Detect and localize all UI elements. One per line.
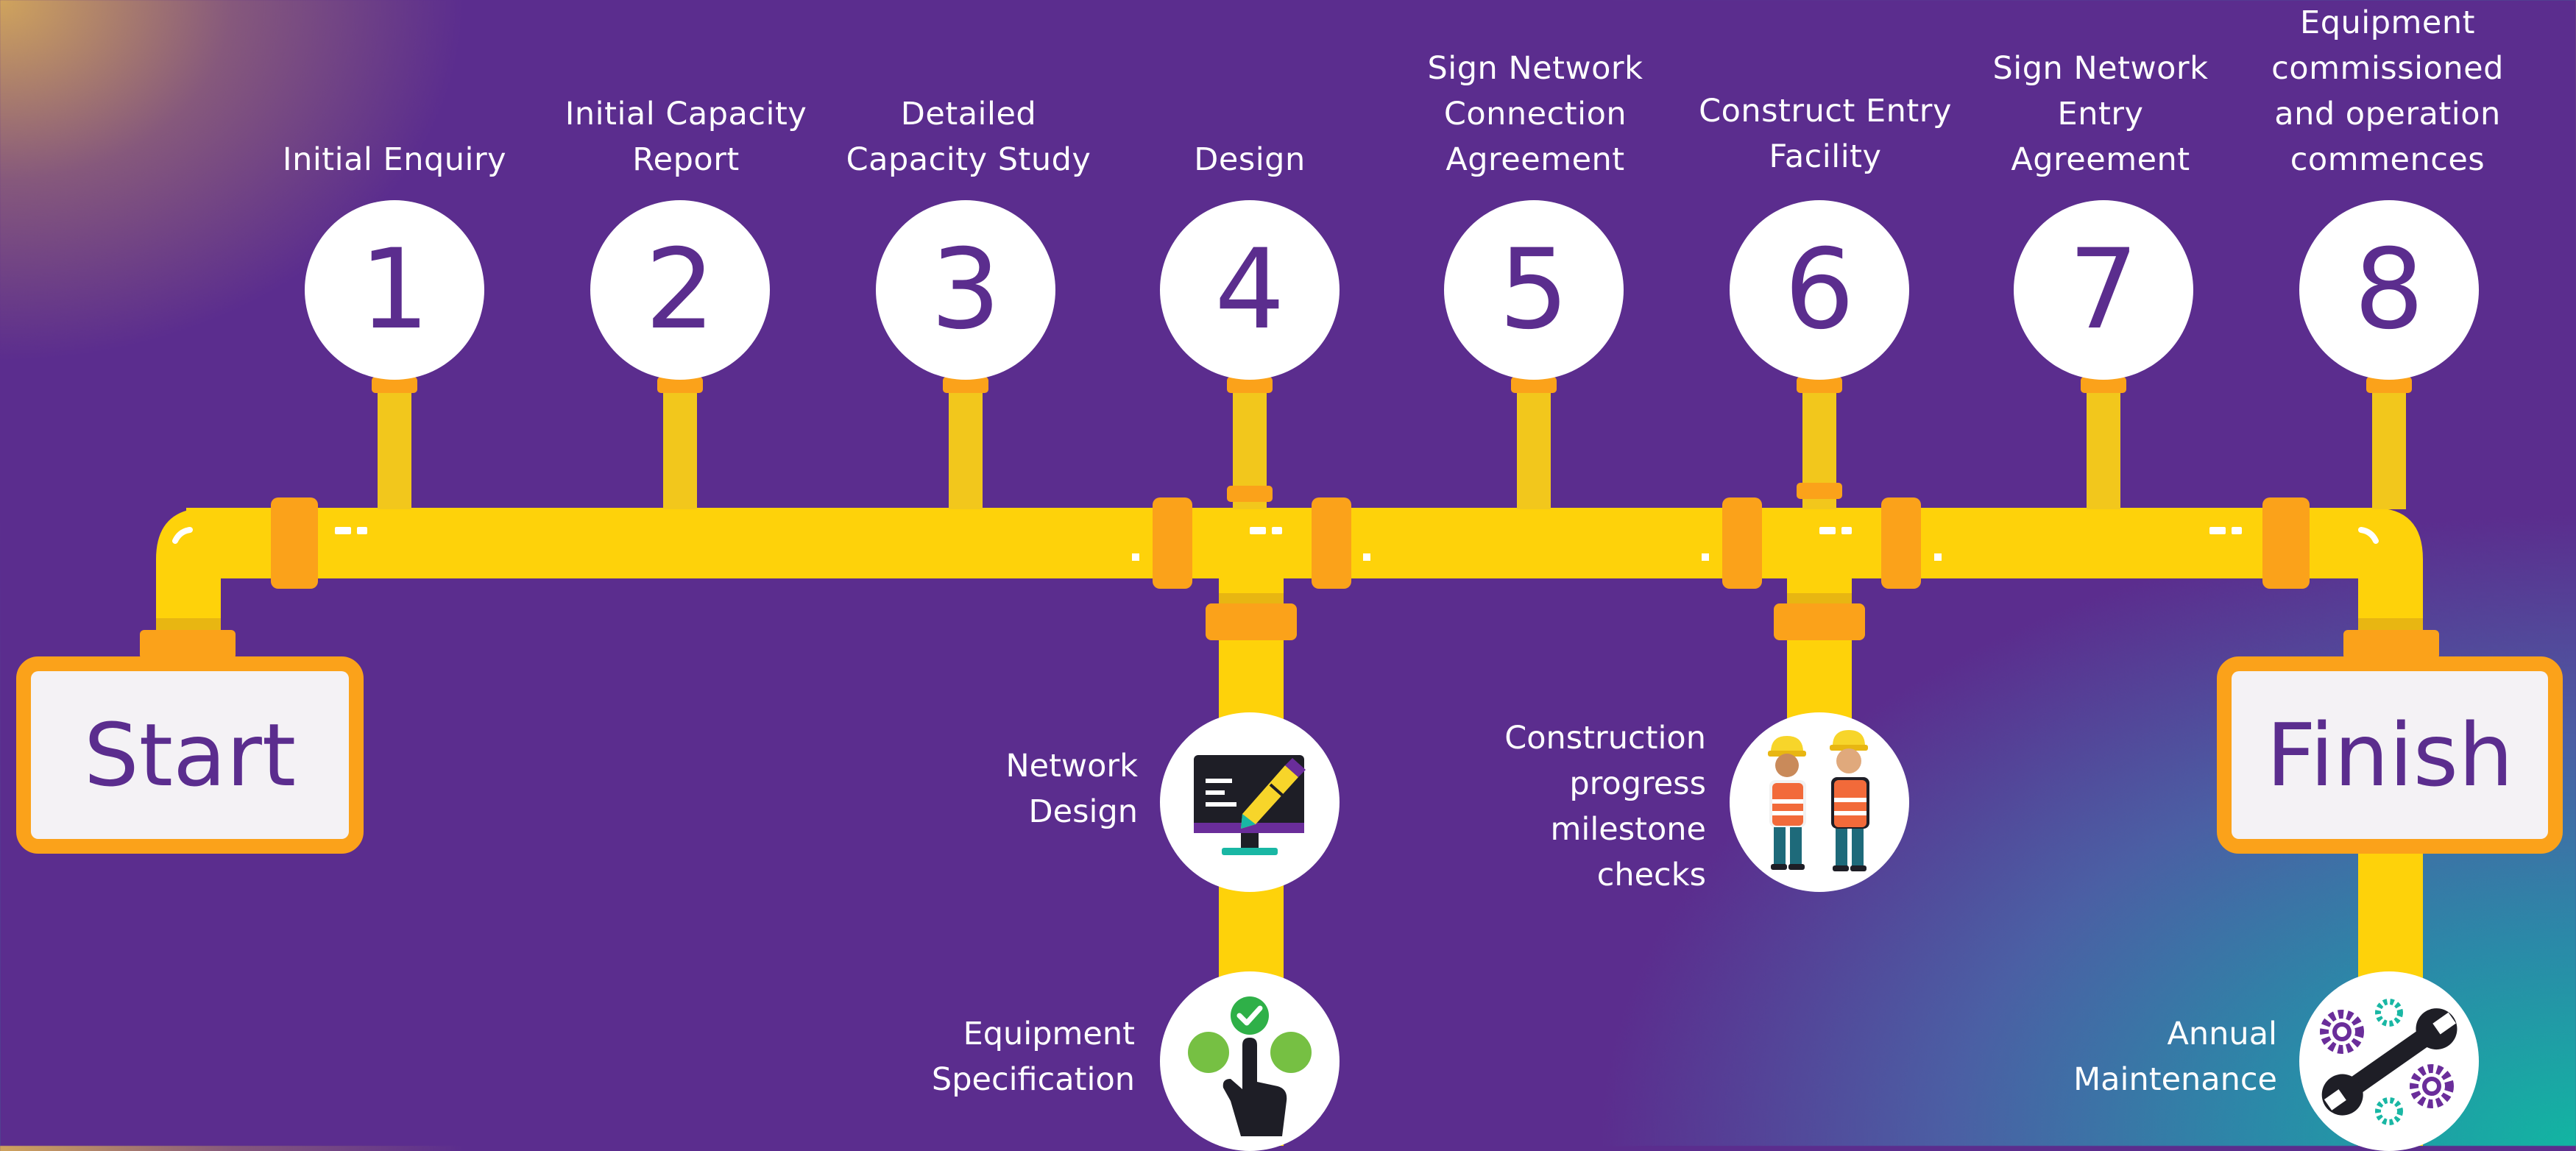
step-1-label: Initial Enquiry: [282, 141, 507, 178]
step-5-number: 5: [1498, 226, 1569, 354]
step-risers: [372, 377, 2412, 509]
step-2-number: 2: [645, 226, 715, 354]
step-8-circle: 8: [2299, 200, 2479, 380]
step-2-circle: 2: [590, 200, 770, 380]
construction-workers-icon: [1768, 730, 1869, 871]
step-7-circle: 7: [2014, 200, 2193, 380]
step-4-label: Design: [1194, 141, 1306, 178]
network-design-circle: [1160, 712, 1340, 892]
step-4-circle: 4: [1160, 200, 1340, 380]
construction-checks-circle: [1730, 712, 1909, 892]
annual-maintenance-circle: [2299, 971, 2479, 1151]
step-6-circle: 6: [1730, 200, 1909, 380]
step-1-circle: 1: [305, 200, 484, 380]
step-7-number: 7: [2068, 226, 2139, 354]
finger-tap-check-icon: [1188, 996, 1312, 1136]
step-6-number: 6: [1784, 226, 1855, 354]
start-label: Start: [83, 704, 297, 806]
step-3-circle: 3: [876, 200, 1055, 380]
step-1-number: 1: [359, 226, 430, 354]
equipment-specification-circle: [1160, 971, 1340, 1151]
step-5-circle: 5: [1444, 200, 1624, 380]
start-box: Start: [16, 656, 364, 854]
finish-label: Finish: [2266, 704, 2513, 806]
step-4-number: 4: [1214, 226, 1285, 354]
monitor-pencil-icon: [1194, 755, 1306, 855]
wrench-gears-icon: [2320, 999, 2458, 1125]
finish-box: Finish: [2217, 656, 2563, 854]
step-3-number: 3: [930, 226, 1001, 354]
step-8-number: 8: [2354, 226, 2424, 354]
